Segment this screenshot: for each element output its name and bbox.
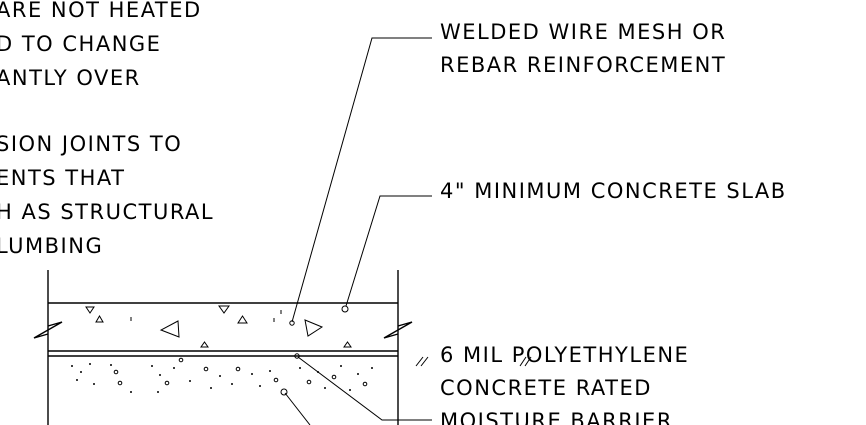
heating-note-line-2: D TO CHANGE (0, 32, 161, 56)
break-symbol-right (383, 321, 413, 339)
barrier-break-mark-2 (420, 356, 429, 367)
slab-section (33, 270, 413, 425)
slab-leader-dot (341, 305, 349, 313)
heating-note-line-3: ANTLY OVER (0, 66, 141, 90)
heating-note: ARE NOT HEATED D TO CHANGE ANTLY OVER (0, 0, 202, 90)
subgrade-leader-line (284, 392, 311, 425)
slab-leader-line (345, 195, 432, 307)
barrier-callout: 6 MIL POLYETHYLENE CONCRETE RATED MOISTU… (294, 343, 689, 425)
joints-note-line-3: H AS STRUCTURAL (0, 200, 214, 224)
barrier-callout-line-1: 6 MIL POLYETHYLENE (440, 343, 689, 367)
mesh-leader-dot (289, 320, 295, 326)
slab-callout: 4" MINIMUM CONCRETE SLAB (341, 179, 787, 313)
slab-callout-text: 4" MINIMUM CONCRETE SLAB (440, 179, 787, 203)
mesh-callout: WELDED WIRE MESH OR REBAR REINFORCEMENT (289, 20, 726, 326)
barrier-text-mark-2 (524, 356, 532, 367)
joints-note-line-2: ENTS THAT (0, 166, 126, 190)
heating-note-line-1: ARE NOT HEATED (0, 0, 202, 22)
joints-note-line-1: SION JOINTS TO (0, 132, 182, 156)
subgrade-leader-dot (280, 388, 288, 396)
barrier-leader-line (297, 356, 432, 421)
mesh-leader-line (291, 37, 432, 323)
mesh-callout-line-2: REBAR REINFORCEMENT (440, 53, 726, 77)
break-symbol-left (33, 321, 63, 339)
barrier-text-mark-1 (519, 356, 527, 367)
barrier-callout-line-3: MOISTURE BARRIER (440, 409, 673, 425)
concrete-aggregate (85, 305, 352, 348)
barrier-break-mark-1 (415, 356, 424, 367)
barrier-callout-line-2: CONCRETE RATED (440, 376, 652, 400)
gravel-subgrade (71, 357, 373, 393)
joints-note: SION JOINTS TO ENTS THAT H AS STRUCTURAL… (0, 132, 214, 258)
mesh-callout-line-1: WELDED WIRE MESH OR (440, 20, 726, 44)
joints-note-line-4: LUMBING (0, 234, 103, 258)
